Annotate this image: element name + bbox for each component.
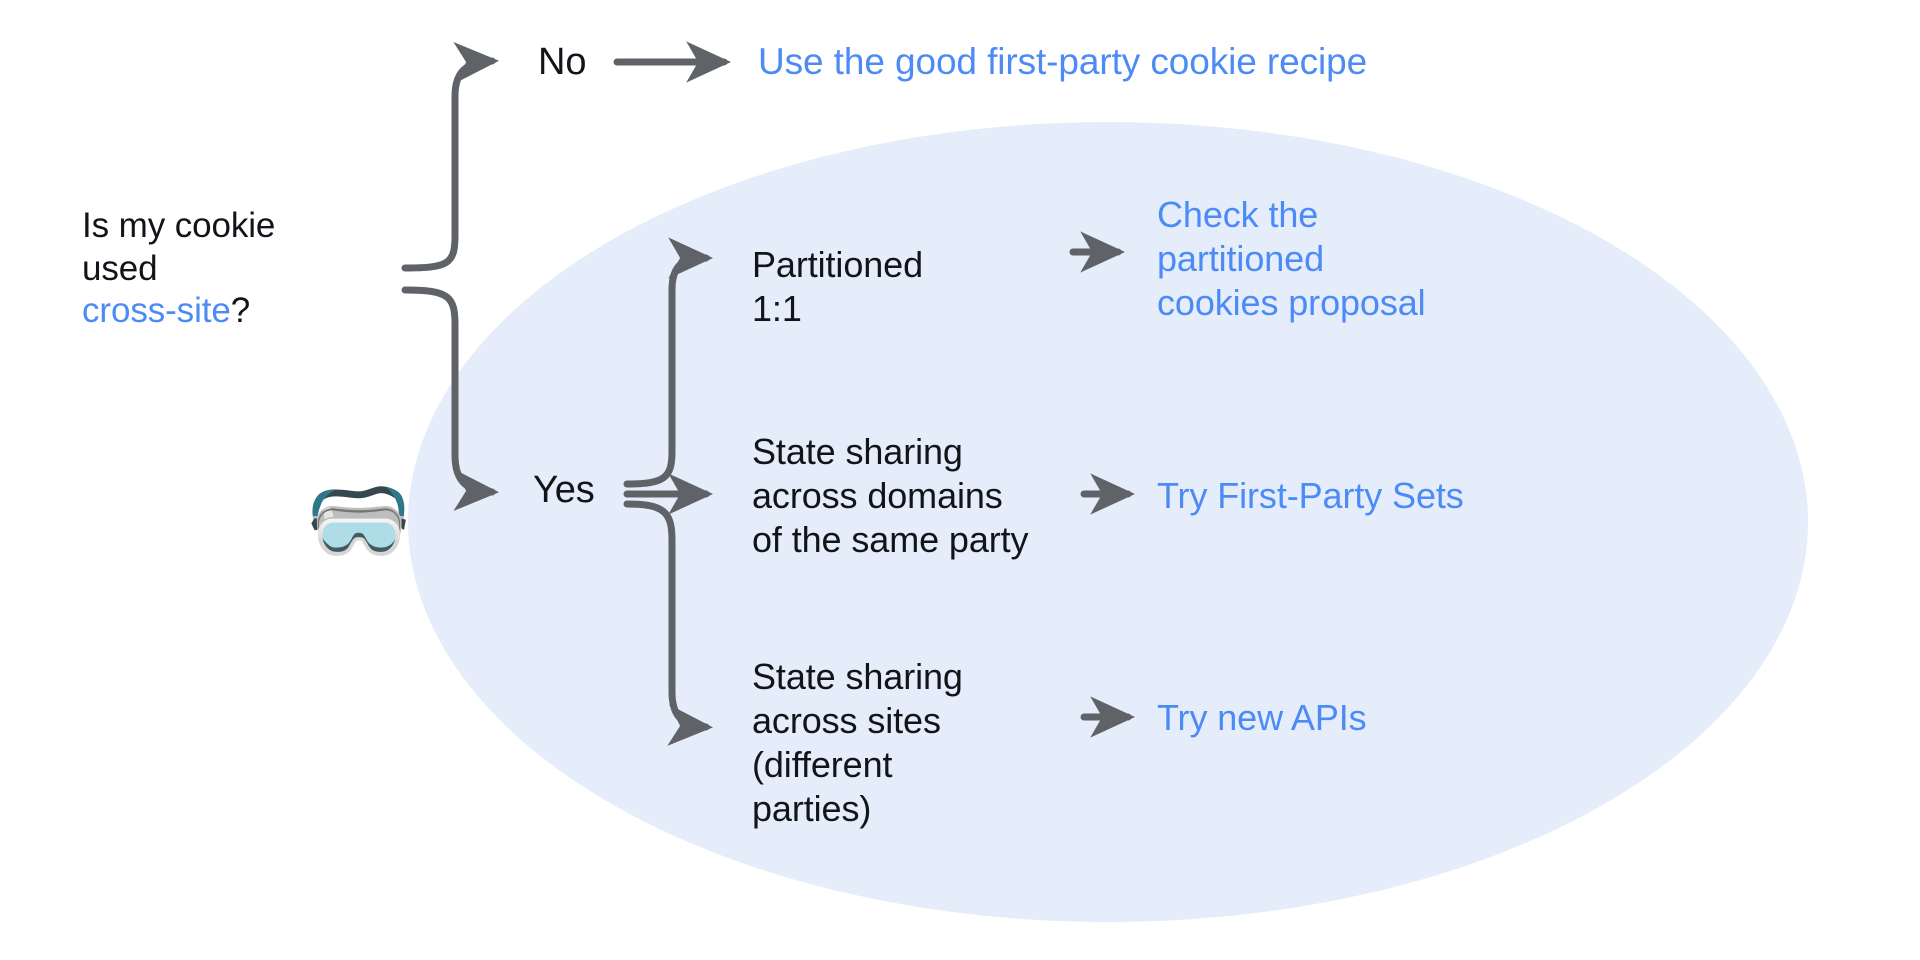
highlight-ellipse	[408, 122, 1808, 922]
question-highlight-cross-site: cross-site	[82, 291, 231, 331]
condition-domains-line-2: across domains	[752, 474, 1003, 516]
condition-sites-line-4: parties)	[752, 787, 872, 829]
outcome-partitioned-line-2: partitioned	[1157, 237, 1325, 279]
outcome-partitioned-line-3: cookies proposal	[1157, 281, 1426, 323]
condition-sites-line-3: (different	[752, 743, 893, 785]
condition-domains-line-3: of the same party	[752, 518, 1029, 560]
outcome-try-new-apis[interactable]: Try new APIs	[1157, 697, 1367, 738]
outcome-partitioned-line-1: Check the	[1157, 194, 1319, 235]
condition-sites-line-1: State sharing	[752, 656, 963, 697]
question-suffix: ?	[230, 291, 251, 331]
branch-label-no: No	[538, 41, 587, 83]
outcome-first-party-recipe[interactable]: Use the good first-party cookie recipe	[758, 41, 1368, 82]
condition-domains-line-1: State sharing	[752, 431, 963, 472]
condition-partitioned-line-2: 1:1	[752, 287, 802, 329]
outcome-first-party-sets[interactable]: Try First-Party Sets	[1157, 475, 1464, 516]
question-line-2: used	[82, 248, 158, 288]
branch-label-yes: Yes	[533, 469, 595, 511]
condition-state-sharing-sites: State sharing across sites (different pa…	[752, 655, 982, 831]
question-label: Is my cookie used cross-site?	[82, 205, 382, 333]
condition-partitioned-1-1: Partitioned 1:1	[752, 243, 1002, 331]
condition-state-sharing-domains: State sharing across domains of the same…	[752, 430, 1072, 562]
diving-mask-icon: 🥽	[305, 473, 413, 569]
condition-sites-line-2: across sites	[752, 699, 941, 741]
question-line-1: Is my cookie	[82, 206, 276, 245]
outcome-partitioned-cookies-proposal[interactable]: Check the partitioned cookies proposal	[1157, 193, 1527, 325]
condition-partitioned-line-1: Partitioned	[752, 244, 924, 285]
